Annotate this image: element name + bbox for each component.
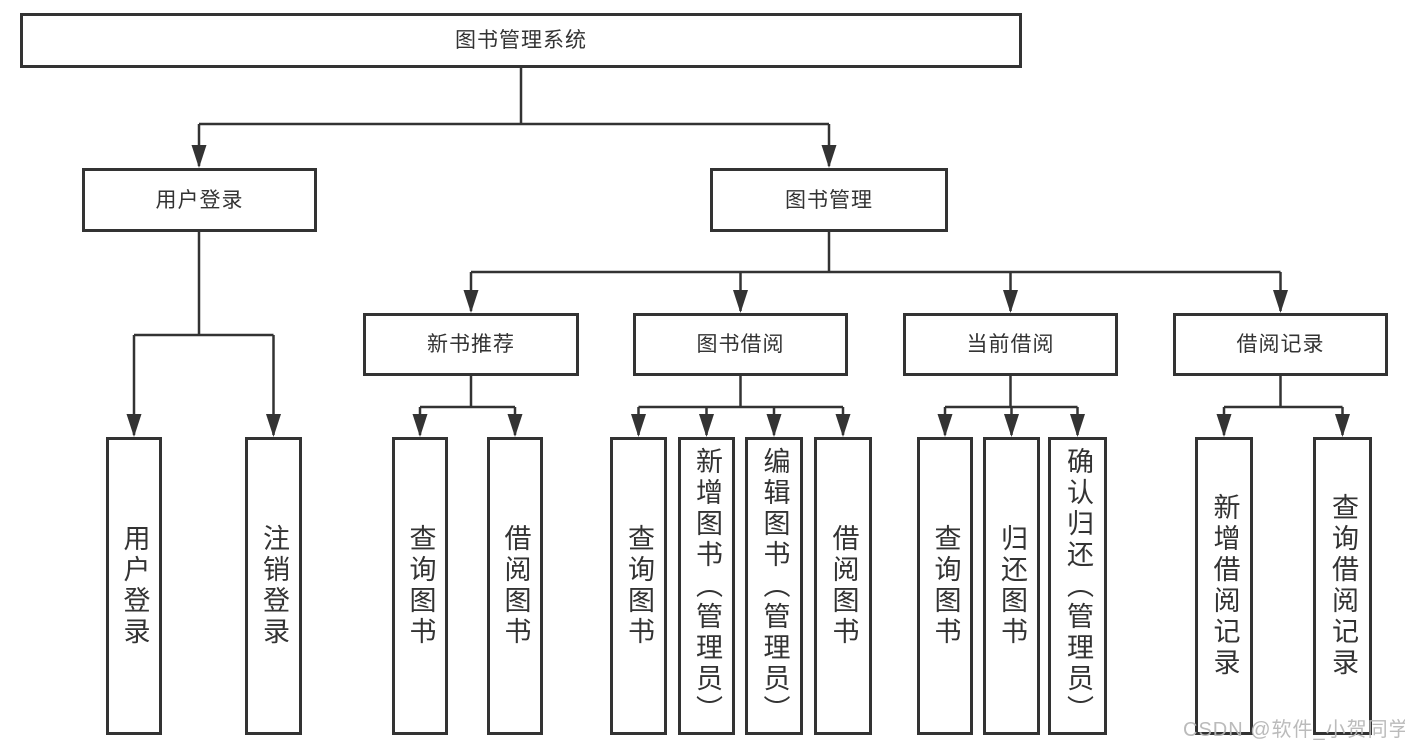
arrowhead xyxy=(1070,414,1085,437)
leaf-label: 用户登录 xyxy=(119,524,150,648)
arrowhead xyxy=(699,414,714,437)
arrowhead xyxy=(1004,414,1019,437)
leaf-label: 编辑图书（管理员） xyxy=(759,446,790,726)
leaf-edit-book-admin: 编辑图书（管理员） xyxy=(745,437,803,735)
leaf-add-book-admin: 新增图书（管理员） xyxy=(678,437,735,735)
arrowhead xyxy=(266,414,281,437)
node-label: 图书借阅 xyxy=(696,333,785,356)
leaf-return-books: 归还图书 xyxy=(983,437,1040,735)
leaf-label: 确认归还（管理员） xyxy=(1063,446,1093,726)
leaf-user-login: 用户登录 xyxy=(106,437,162,735)
leaf-query-books-borrowing: 查询图书 xyxy=(610,437,667,735)
arrowhead xyxy=(733,290,748,313)
arrowhead xyxy=(191,145,207,168)
arrowhead xyxy=(126,414,142,437)
node-label: 新书推荐 xyxy=(427,333,515,356)
node-book-borrowing: 图书借阅 xyxy=(633,313,848,376)
node-label: 用户登录 xyxy=(155,188,244,212)
arrowhead xyxy=(1335,414,1350,437)
connector-book-management-split xyxy=(469,230,1282,311)
arrowhead xyxy=(1003,290,1018,313)
node-borrowing-records: 借阅记录 xyxy=(1173,313,1388,376)
leaf-label: 查询图书 xyxy=(405,524,436,648)
node-library-management-system: 图书管理系统 xyxy=(20,13,1022,68)
node-label: 图书管理系统 xyxy=(455,29,587,52)
arrowhead xyxy=(835,414,851,437)
node-current-borrowing: 当前借阅 xyxy=(903,313,1118,376)
arrowhead xyxy=(1216,414,1232,437)
arrowhead xyxy=(412,414,428,437)
leaf-label: 注销登录 xyxy=(259,524,289,648)
leaf-label: 查询借阅记录 xyxy=(1328,493,1358,679)
connector-borrow-records-split xyxy=(1222,374,1344,435)
connector-book-borrow-split xyxy=(637,374,845,435)
leaf-confirm-return-admin: 确认归还（管理员） xyxy=(1048,437,1107,735)
node-label: 当前借阅 xyxy=(966,333,1055,356)
node-user-login: 用户登录 xyxy=(82,168,317,232)
leaf-label: 新增借阅记录 xyxy=(1209,493,1240,679)
arrowhead xyxy=(631,414,646,437)
leaf-label: 借阅图书 xyxy=(828,524,859,648)
leaf-query-borrow-record: 查询借阅记录 xyxy=(1313,437,1372,735)
connector-new-book-split xyxy=(418,374,517,435)
leaf-label: 查询图书 xyxy=(930,524,961,648)
leaf-label: 新增图书（管理员） xyxy=(692,446,722,726)
arrowhead xyxy=(937,414,953,437)
node-new-book-recommendation: 新书推荐 xyxy=(363,313,579,376)
arrowhead xyxy=(821,145,837,168)
leaf-add-borrow-record: 新增借阅记录 xyxy=(1195,437,1253,735)
node-book-management: 图书管理 xyxy=(710,168,948,232)
watermark: CSDN @软件_小贺同学 xyxy=(1183,719,1405,741)
leaf-logout: 注销登录 xyxy=(245,437,302,735)
connector-root-split xyxy=(197,66,831,166)
arrowhead xyxy=(507,414,523,437)
leaf-label: 归还图书 xyxy=(997,524,1027,648)
leaf-label: 查询图书 xyxy=(624,524,654,648)
arrowhead xyxy=(1273,290,1288,313)
leaf-borrow-books: 借阅图书 xyxy=(814,437,872,735)
node-label: 借阅记录 xyxy=(1236,333,1325,356)
leaf-borrow-books-recommend: 借阅图书 xyxy=(487,437,543,735)
leaf-query-books-current: 查询图书 xyxy=(917,437,973,735)
leaf-query-books-recommend: 查询图书 xyxy=(392,437,448,735)
arrowhead xyxy=(766,414,782,437)
connector-user-login-split xyxy=(132,230,275,435)
arrowhead xyxy=(463,290,479,313)
node-label: 图书管理 xyxy=(785,188,873,212)
leaf-label: 借阅图书 xyxy=(500,524,531,648)
